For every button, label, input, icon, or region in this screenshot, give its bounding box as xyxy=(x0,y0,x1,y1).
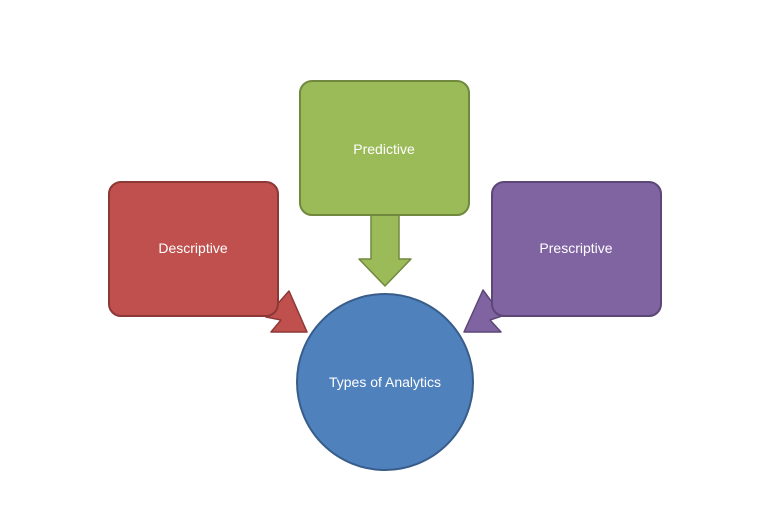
node-center: Types of Analytics xyxy=(296,293,474,471)
center-label: Types of Analytics xyxy=(329,374,441,390)
arrow-prescriptive-shape xyxy=(463,289,503,333)
arrow-prescriptive-to-center xyxy=(463,289,503,333)
node-descriptive: Descriptive xyxy=(108,181,279,317)
prescriptive-box xyxy=(491,181,662,317)
arrow-predictive-to-center xyxy=(358,214,412,287)
prescriptive-label: Prescriptive xyxy=(539,240,612,256)
predictive-box xyxy=(299,80,470,216)
arrow-descriptive-shape xyxy=(265,290,308,333)
center-circle xyxy=(296,293,474,471)
descriptive-box xyxy=(108,181,279,317)
arrow-descriptive-to-center xyxy=(265,290,308,333)
predictive-label: Predictive xyxy=(353,141,415,157)
arrow-predictive-shape xyxy=(358,214,412,287)
descriptive-label: Descriptive xyxy=(158,240,227,256)
node-predictive: Predictive xyxy=(299,80,470,216)
node-prescriptive: Prescriptive xyxy=(491,181,662,317)
